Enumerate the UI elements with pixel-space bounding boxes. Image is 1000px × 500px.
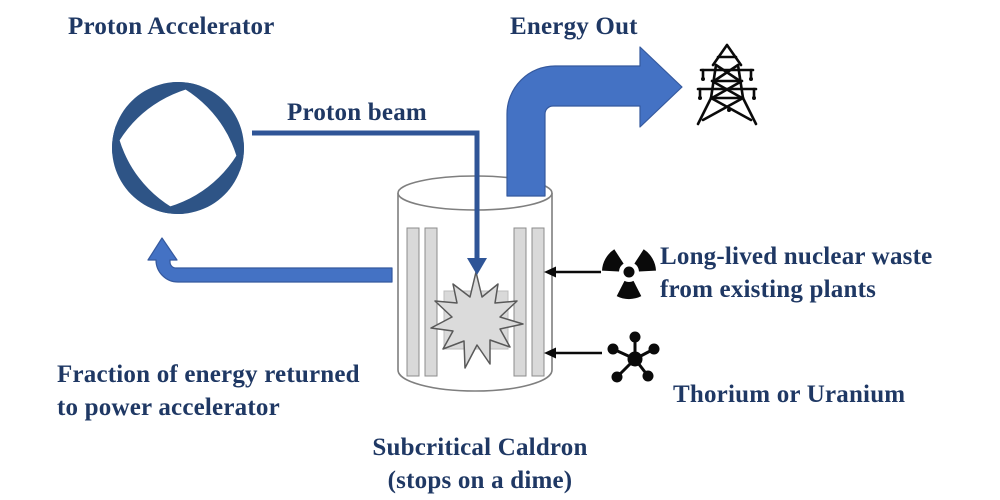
- nuclear-waste-label: Long-lived nuclear waste from existing p…: [660, 240, 932, 306]
- energy-return-line1: Fraction of energy returned: [57, 361, 360, 388]
- proton-beam-label: Proton beam: [287, 99, 427, 126]
- thorium-uranium-label: Thorium or Uranium: [673, 381, 906, 408]
- caldron-label: Subcritical Caldron (stops on a dime): [330, 431, 630, 497]
- caldron-line2: (stops on a dime): [387, 467, 573, 494]
- transmission-tower-icon: [696, 43, 758, 126]
- energy-out-arrow: [506, 46, 683, 197]
- fuel-input-arrow: [544, 347, 602, 359]
- energy-return-line2: to power accelerator: [57, 394, 280, 421]
- starburst: [430, 271, 524, 369]
- energy-return-label: Fraction of energy returned to power acc…: [57, 358, 360, 424]
- nuclear-waste-line2: from existing plants: [660, 276, 877, 303]
- energy-out-label: Energy Out: [510, 13, 638, 40]
- molecule-icon: [607, 331, 660, 383]
- proton-beam-arrow: [252, 130, 487, 275]
- proton-accelerator-label: Proton Accelerator: [68, 13, 275, 40]
- waste-input-arrow: [544, 266, 601, 278]
- energy-return-arrow: [147, 237, 393, 283]
- caldron-line1: Subcritical Caldron: [372, 434, 588, 461]
- radiation-icon: [602, 249, 656, 300]
- swirl-icon: [112, 82, 244, 214]
- nuclear-waste-line1: Long-lived nuclear waste: [660, 243, 933, 270]
